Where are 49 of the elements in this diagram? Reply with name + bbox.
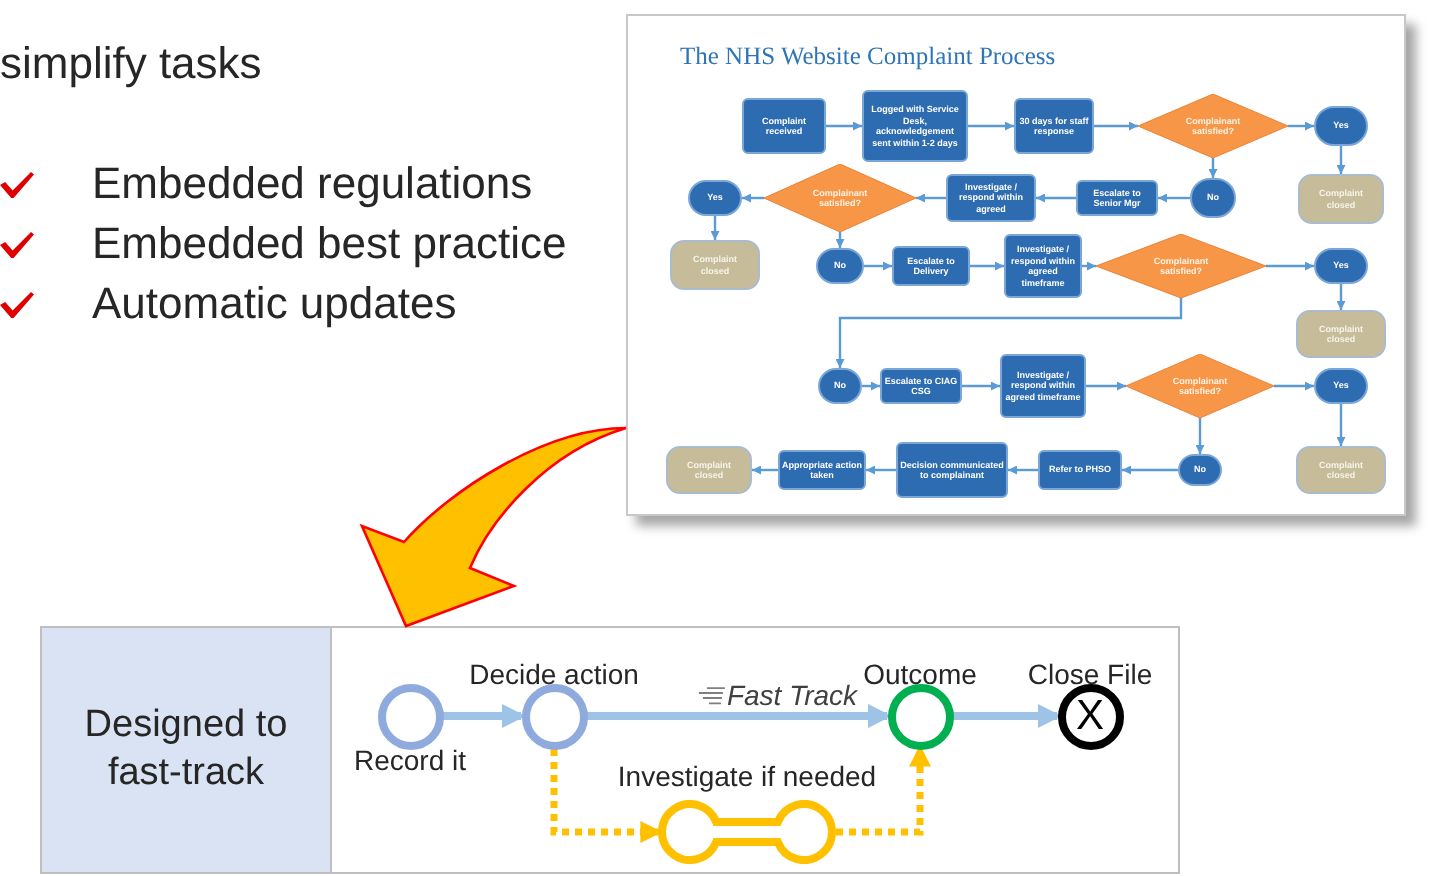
flowchart-title: The NHS Website Complaint Process	[680, 40, 1056, 72]
flow-arrow	[1266, 261, 1314, 271]
flow-arrow	[1288, 121, 1314, 131]
curved-block-arrow	[360, 426, 628, 628]
flow-arrow	[1336, 284, 1346, 310]
flow-arrow	[826, 121, 862, 131]
edge-label: Fast Track	[724, 681, 860, 711]
flow-arrow	[1094, 121, 1138, 131]
title-panel: Designed to fast-track	[42, 628, 332, 872]
flow-arrow	[864, 261, 892, 271]
slide-heading: simplify tasks	[0, 36, 262, 92]
flow-arrow	[1036, 193, 1076, 203]
flow-arrow	[835, 232, 845, 248]
node-label: Decide action	[469, 657, 639, 689]
end-mark: X	[1076, 695, 1104, 737]
flow-arrow	[968, 121, 1014, 131]
flow-arrow	[1336, 146, 1346, 174]
dotted-arrow	[836, 744, 931, 836]
flow-arrow	[1086, 381, 1126, 391]
flow-arrow	[866, 465, 896, 475]
flow-arrow	[742, 193, 764, 203]
list-item-text: Embedded regulations	[92, 156, 533, 212]
process-frame	[40, 626, 1180, 874]
flow-arrow	[916, 193, 946, 203]
node-label: Record it	[353, 743, 467, 775]
flow-arrow	[710, 216, 720, 240]
flow-arrow	[862, 381, 880, 391]
arrow	[587, 704, 892, 728]
flow-arrow	[1122, 465, 1178, 475]
flowchart-screenshot	[626, 14, 1406, 516]
arrow	[953, 704, 1062, 728]
flow-arrow	[962, 381, 1000, 391]
flow-arrow	[1274, 381, 1314, 391]
flow-arrow	[1208, 158, 1218, 178]
flow-arrow	[1158, 193, 1190, 203]
flow-arrow	[1195, 418, 1205, 454]
node-label: Investigate if needed	[617, 760, 877, 792]
list-item-text: Automatic updates	[92, 276, 457, 332]
node-label: Close File	[1027, 657, 1153, 689]
list-item-text: Embedded best practice	[92, 216, 567, 272]
dotted-arrow	[550, 749, 663, 843]
flow-arrow	[1336, 404, 1346, 446]
flow-arrow	[835, 298, 1183, 368]
node-label: Outcome	[863, 657, 977, 689]
arrow	[443, 704, 526, 728]
flow-arrow	[1008, 465, 1038, 475]
flow-arrow	[970, 261, 1004, 271]
flow-arrow	[752, 465, 778, 475]
flow-arrow	[1082, 261, 1096, 271]
